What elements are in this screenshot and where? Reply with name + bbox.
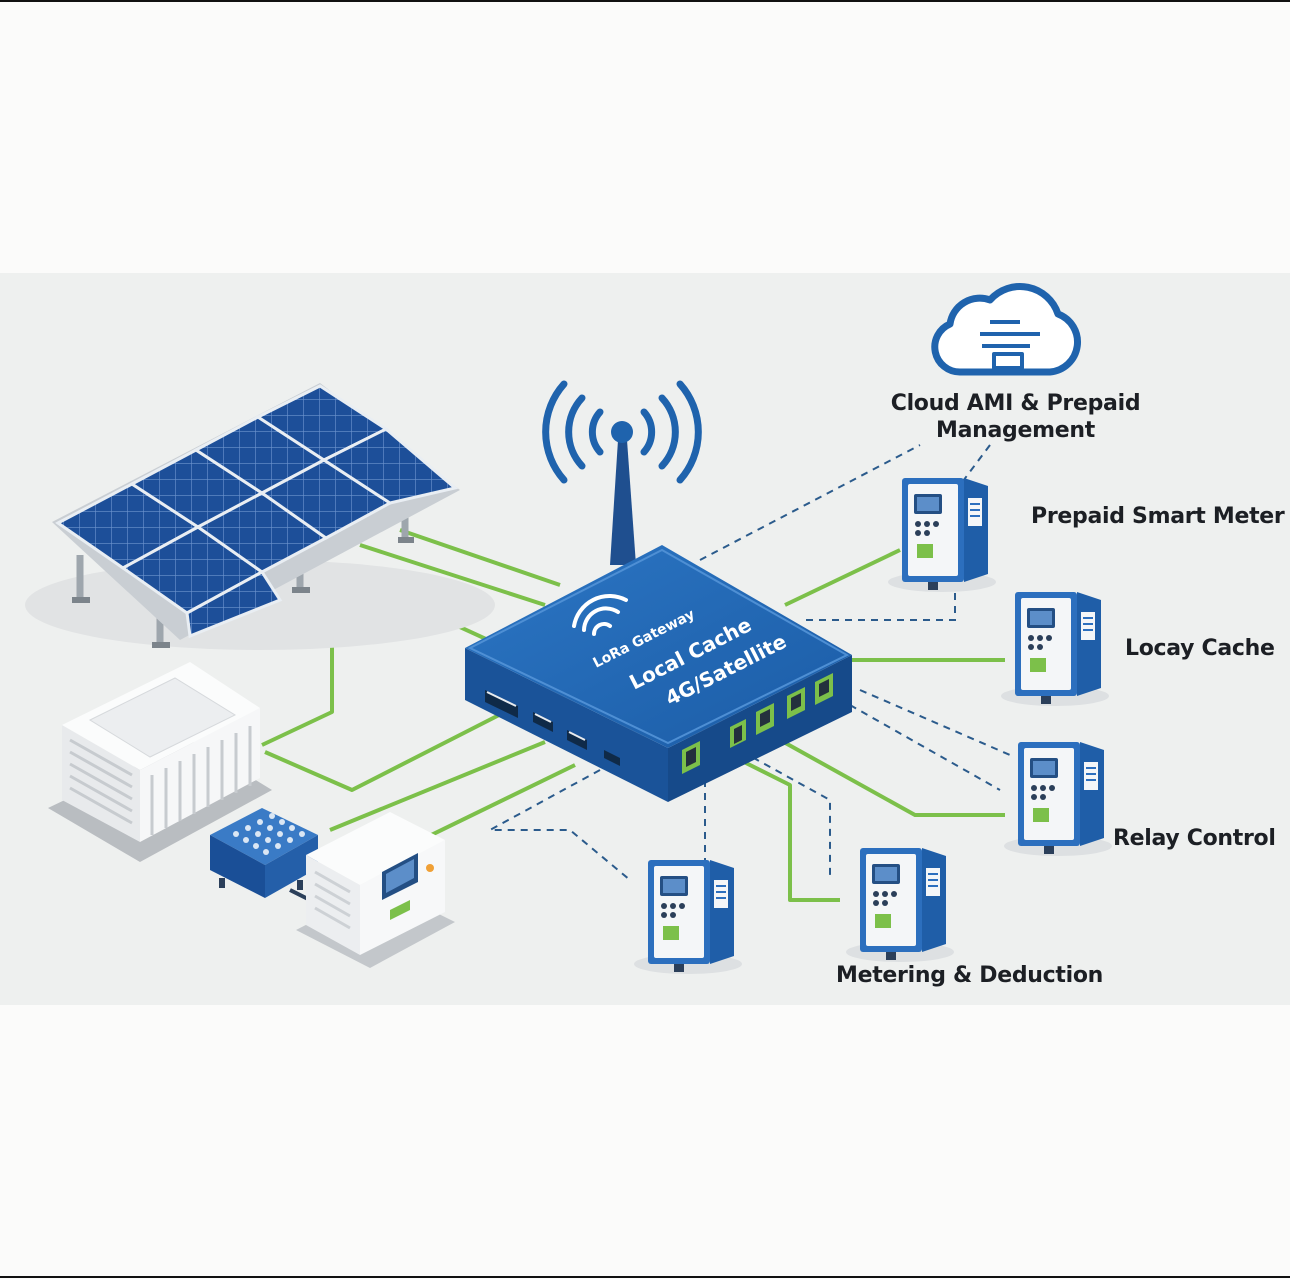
lora-gateway-icon: [465, 380, 852, 802]
cloud-label-line-2: Management: [936, 418, 1095, 443]
cloud-label: Cloud AMI & Prepaid Management: [888, 390, 1143, 444]
signal-waves-icon: [542, 380, 702, 484]
prepaid-meter-label: Prepaid Smart Meter: [1031, 504, 1285, 529]
meter-relay-icon: [1003, 741, 1113, 857]
metering-label: Metering & Deduction: [836, 963, 1104, 988]
inverter-icon: [296, 812, 455, 968]
meter-prepaid-icon: [887, 477, 997, 593]
meter-local-cache-icon: [1000, 591, 1110, 707]
green-links: [229, 528, 1005, 902]
local-cache-label: Locay Cache: [1125, 636, 1275, 661]
battery-cabinet-icon: [48, 662, 272, 862]
wifi-logo-icon: [572, 594, 628, 636]
cloud-icon: [931, 283, 1081, 376]
meter-bottom-right-icon: [845, 847, 955, 963]
cloud-label-line-1: Cloud AMI & Prepaid: [890, 391, 1141, 416]
solar-array-icon: [25, 383, 495, 650]
top-border: [0, 0, 1290, 2]
meter-bottom-left-icon: [633, 859, 743, 975]
relay-control-label: Relay Control: [1113, 826, 1276, 851]
battery-pack-icon: [210, 808, 331, 912]
bottom-border: [0, 1276, 1290, 1278]
